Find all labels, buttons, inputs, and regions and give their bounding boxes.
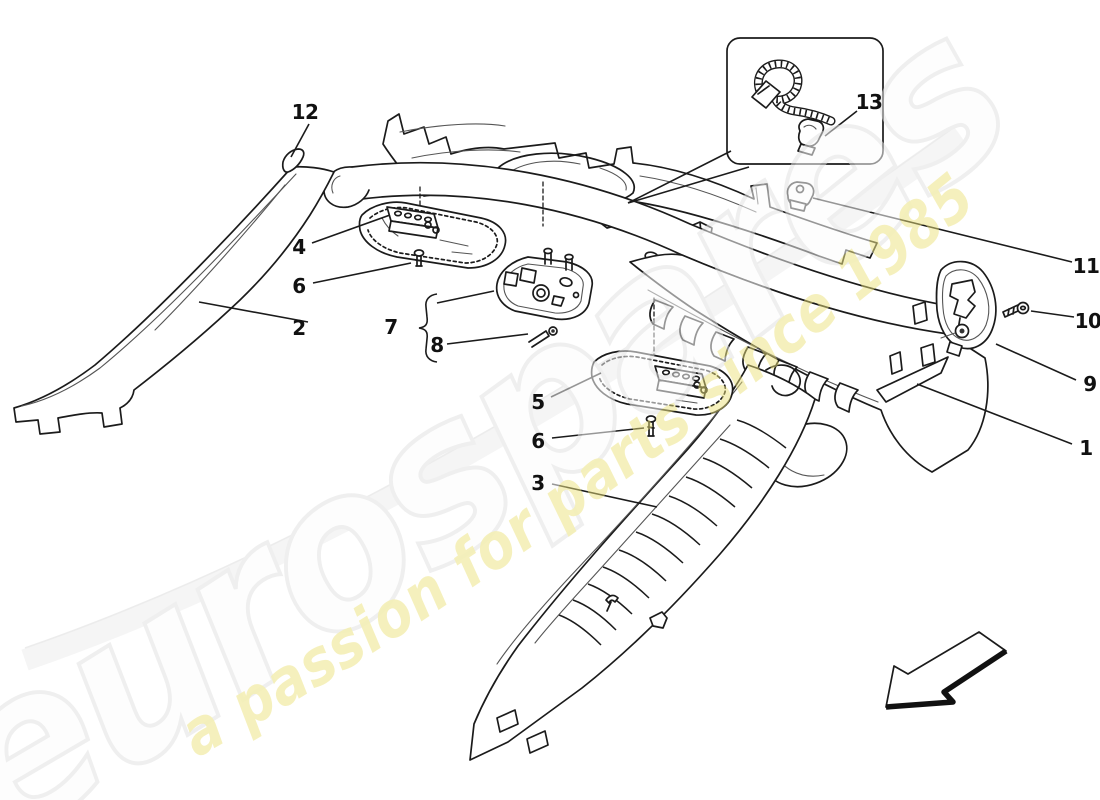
pillar-pin — [605, 594, 619, 612]
part-callout-13: 13 — [855, 90, 883, 114]
bracket-9-axis — [940, 332, 956, 339]
visor-right-bracket-holes — [661, 369, 701, 382]
arrow-shadow-edge — [885, 648, 1008, 710]
pillar-right-rib-base — [534, 424, 731, 644]
watermark-swoosh — [21, 126, 967, 671]
a-pillar-trim-left-drawing — [13, 148, 335, 435]
pillar-foot-tab-1 — [496, 709, 519, 733]
light-bracket-part8 — [528, 326, 558, 348]
part-callout-8: 8 — [430, 333, 444, 357]
b-pillar-trim-drawing — [469, 364, 816, 761]
harness-clip-inner — [803, 124, 817, 130]
light-switch-1 — [503, 271, 519, 287]
visor-right-bracket-side — [656, 379, 707, 399]
body-bottom-lip — [876, 356, 949, 403]
light-wedge — [551, 295, 565, 307]
visor-right-knob-2 — [700, 386, 708, 394]
inset-box — [627, 37, 884, 204]
leader-12 — [290, 123, 310, 158]
part-callout-7: 7 — [384, 315, 398, 339]
flap-tab-line — [755, 187, 759, 205]
part-callout-4: 4 — [292, 235, 306, 259]
screw-6-right — [645, 415, 657, 437]
harness-clip-foot — [797, 143, 816, 156]
light-lens-outer — [532, 284, 550, 302]
leader-lines — [198, 110, 1077, 508]
leader-4 — [311, 214, 391, 244]
light-plate-inner — [503, 263, 584, 314]
leader-1 — [916, 383, 1073, 445]
visor-left-knob-1 — [424, 221, 432, 229]
pillar-clip — [649, 611, 668, 629]
part-callout-12: 12 — [291, 100, 319, 124]
leader-3 — [551, 483, 658, 508]
interior-light-drawing — [495, 181, 594, 348]
bracket-9-tab — [946, 341, 963, 357]
sun-visor-left-drawing — [358, 186, 507, 269]
visor-left-stitch — [367, 206, 499, 264]
leader-6a — [312, 262, 412, 284]
light-posts — [544, 251, 573, 271]
watermark-swoosh-edge — [24, 122, 961, 649]
clip-11-hole — [795, 184, 805, 194]
part-callout-6-left: 6 — [292, 274, 306, 298]
clip-11-lip — [789, 199, 807, 212]
visor-left-knob-2 — [432, 226, 440, 234]
bracket-9-inner — [941, 269, 990, 341]
leader-2 — [198, 301, 309, 323]
wiring-harness-drawing — [751, 59, 836, 156]
pillar-right-inner-edge — [496, 381, 743, 665]
opening-inner-line — [509, 160, 627, 191]
light-switch-2 — [519, 267, 537, 284]
part-callout-5: 5 — [531, 390, 545, 414]
brace-7 — [418, 293, 438, 363]
part-callout-10: 10 — [1074, 309, 1100, 333]
pillar-foot-tab-2 — [526, 730, 549, 754]
leader-9 — [995, 343, 1077, 381]
curl-inner — [331, 175, 341, 194]
pillar-right-ribs — [558, 419, 787, 646]
leader-13 — [824, 110, 858, 137]
part-callout-3: 3 — [531, 471, 545, 495]
body-slot-1 — [912, 301, 928, 325]
leader-8 — [446, 333, 529, 345]
pillar-top-hook — [765, 364, 801, 397]
direction-arrow — [885, 631, 1008, 710]
light-post-cap-2 — [564, 253, 574, 261]
part-callout-11: 11 — [1072, 254, 1100, 278]
grab-handle-bracket-drawing — [935, 260, 997, 357]
leader-10 — [1030, 310, 1075, 318]
part-callout-2: 2 — [292, 316, 306, 340]
leader-7 — [436, 290, 495, 304]
part-callout-1: 1 — [1079, 436, 1093, 460]
visor-left-bracket-side — [388, 220, 439, 239]
body-slot-2 — [920, 343, 936, 367]
inset-callout-wedge — [627, 150, 750, 204]
body-slot-3 — [889, 351, 903, 375]
light-post-cap-1 — [543, 247, 553, 255]
part-callout-6-right: 6 — [531, 429, 545, 453]
leader-6b — [551, 427, 645, 439]
flap-surface-lines — [399, 123, 757, 213]
part-callout-9: 9 — [1083, 372, 1097, 396]
pillar-left-edge-double — [21, 173, 297, 407]
pillar-left-crease — [154, 184, 286, 331]
light-oval — [559, 276, 573, 288]
harness-connector — [751, 80, 781, 109]
screw-6-left — [413, 249, 425, 267]
screw-10-drawing — [1002, 301, 1030, 318]
light-dot — [572, 291, 580, 299]
bracket-9-pin — [959, 328, 965, 334]
visor-right-knob-1 — [693, 381, 701, 389]
headliner-clip-drawing — [786, 181, 815, 212]
light-lens-inner — [536, 288, 546, 298]
pillar-left-end-cap — [281, 148, 305, 173]
